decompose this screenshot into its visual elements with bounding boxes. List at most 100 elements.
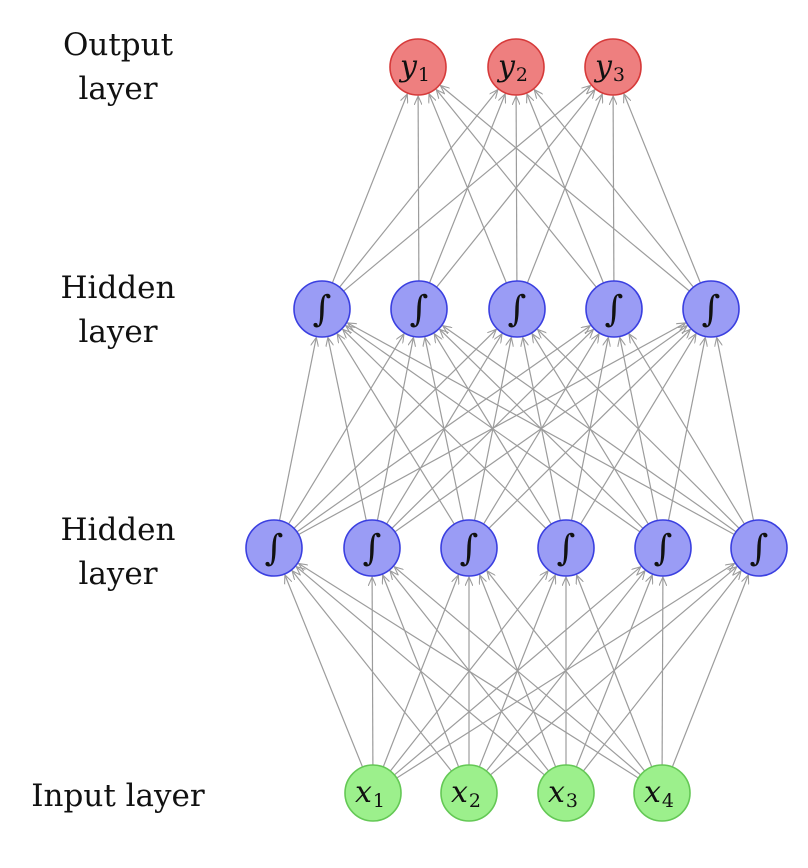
output-node-subscript: 2: [516, 64, 528, 86]
edge-hidden1-2-to-hidden2-2: [376, 338, 413, 523]
edge-hidden2-2-to-output-2: [428, 94, 506, 286]
edge-input-4-to-hidden1-2: [394, 567, 643, 777]
edge-hidden2-3-to-output-1: [429, 94, 508, 286]
hidden1-node-label: ∫: [460, 528, 479, 569]
hidden1-node-circle: [440, 519, 498, 577]
input-node-label: x3: [548, 775, 578, 812]
edge-input-2-to-hidden1-1: [292, 571, 454, 774]
output-node-label: y1: [398, 49, 430, 86]
edge-hidden1-1-to-hidden2-4: [294, 326, 590, 534]
edge-input-3-to-hidden1-1: [296, 567, 547, 777]
edge-hidden1-3-to-hidden2-5: [487, 329, 691, 531]
input-node-4: x4: [633, 764, 691, 822]
edge-hidden1-3-to-hidden2-1: [337, 334, 456, 527]
edge-input-2-to-hidden1-4: [478, 575, 556, 770]
output-node-circle: [389, 38, 447, 96]
input-node-circle: [440, 764, 498, 822]
edge-hidden2-4-to-output-1: [436, 90, 599, 290]
output-node-2: y2: [487, 38, 545, 96]
hidden1-node-5: ∫: [634, 519, 692, 577]
edge-hidden1-4-to-hidden2-5: [578, 334, 697, 527]
hidden1-node-1: ∫: [245, 519, 303, 577]
edge-input-4-to-hidden1-1: [299, 564, 641, 780]
output-label-line2: layer: [78, 71, 157, 107]
hidden1-label-line2: layer: [78, 556, 157, 592]
edge-input-2-to-hidden1-6: [488, 567, 737, 777]
edge-hidden2-5-to-output-3: [624, 94, 702, 286]
input-layer-label: Input layer: [31, 778, 205, 814]
output-node-subscript: 3: [613, 64, 625, 86]
edge-hidden1-1-to-hidden2-5: [296, 323, 686, 537]
hidden1-node-label: ∫: [654, 528, 673, 569]
hidden1-node-circle: [537, 519, 595, 577]
edge-hidden1-6-to-hidden2-2: [443, 326, 739, 534]
hidden2-node-circle: [488, 280, 546, 338]
edge-hidden1-3-to-hidden2-4: [481, 334, 600, 527]
hidden-layer-2-label: Hidden layer: [61, 270, 176, 350]
hidden2-node-circle: [293, 280, 351, 338]
edge-input-4-to-hidden1-5: [662, 577, 663, 768]
input-node-circle: [344, 764, 402, 822]
edge-input-4-to-hidden1-4: [577, 575, 654, 770]
edge-hidden1-1-to-hidden2-2: [286, 334, 405, 527]
edge-hidden2-5-to-output-1: [440, 86, 692, 293]
output-layer-label: Output layer: [63, 27, 174, 107]
edge-input-4-to-hidden1-3: [487, 571, 647, 773]
hidden2-node-3: ∫: [488, 280, 546, 338]
hidden1-node-label: ∫: [557, 528, 576, 569]
hidden-layer-1-label: Hidden layer: [61, 512, 176, 592]
edge-hidden2-4-to-output-3: [613, 96, 614, 284]
edge-hidden1-4-to-hidden2-1: [343, 329, 548, 531]
hidden2-label-line1: Hidden: [61, 270, 176, 306]
edge-hidden1-6-to-hidden2-3: [538, 329, 741, 531]
output-node-3: y3: [584, 38, 642, 96]
edge-input-3-to-hidden1-6: [581, 571, 741, 773]
hidden2-node-2: ∫: [390, 280, 448, 338]
hidden1-node-3: ∫: [440, 519, 498, 577]
hidden2-node-label: ∫: [702, 289, 721, 330]
hidden1-label-line1: Hidden: [61, 512, 176, 548]
output-node-circle: [487, 38, 545, 96]
hidden2-node-circle: [585, 280, 643, 338]
hidden2-node-label: ∫: [313, 289, 332, 330]
input-node-circle: [537, 764, 595, 822]
edge-hidden2-2-to-output-3: [434, 90, 595, 290]
hidden2-label-line2: layer: [78, 314, 157, 350]
hidden1-node-label: ∫: [750, 528, 769, 569]
input-node-subscript: 4: [662, 790, 674, 812]
hidden2-node-5: ∫: [682, 280, 740, 338]
edge-hidden1-2-to-hidden2-1: [328, 337, 368, 523]
hidden1-node-2: ∫: [343, 519, 401, 577]
hidden2-node-label: ∫: [605, 289, 624, 330]
hidden1-node-circle: [634, 519, 692, 577]
hidden2-node-circle: [682, 280, 740, 338]
edge-hidden1-6-to-hidden2-1: [347, 323, 737, 537]
edge-hidden2-1-to-output-1: [331, 94, 408, 286]
edge-hidden1-2-to-hidden2-4: [390, 329, 594, 531]
edge-hidden1-2-to-hidden2-5: [392, 326, 687, 534]
edge-hidden1-4-to-hidden2-4: [570, 337, 608, 523]
edge-hidden1-1-to-hidden2-3: [292, 329, 497, 531]
hidden2-node-label: ∫: [410, 289, 429, 330]
hidden1-node-label: ∫: [265, 528, 284, 569]
input-node-circle: [633, 764, 691, 822]
hidden2-node-circle: [390, 280, 448, 338]
hidden2-node-label: ∫: [508, 289, 527, 330]
hidden1-node-circle: [343, 519, 401, 577]
edge-hidden2-3-to-output-3: [526, 94, 603, 286]
output-node-subscript: 1: [418, 64, 430, 86]
hidden1-node-circle: [730, 519, 788, 577]
hidden1-node-circle: [245, 519, 303, 577]
output-node-circle: [584, 38, 642, 96]
output-node-1: y1: [389, 38, 447, 96]
edge-input-4-to-hidden1-6: [671, 575, 749, 770]
edge-hidden1-6-to-hidden2-4: [629, 334, 747, 527]
edge-hidden1-1-to-hidden2-1: [278, 337, 316, 523]
output-label-line1: Output: [63, 27, 174, 63]
input-node-subscript: 3: [566, 790, 578, 812]
hidden1-node-4: ∫: [537, 519, 595, 577]
edge-hidden1-5-to-hidden2-1: [346, 326, 643, 534]
edge-hidden2-1-to-output-3: [341, 86, 591, 293]
connections: [278, 86, 755, 780]
